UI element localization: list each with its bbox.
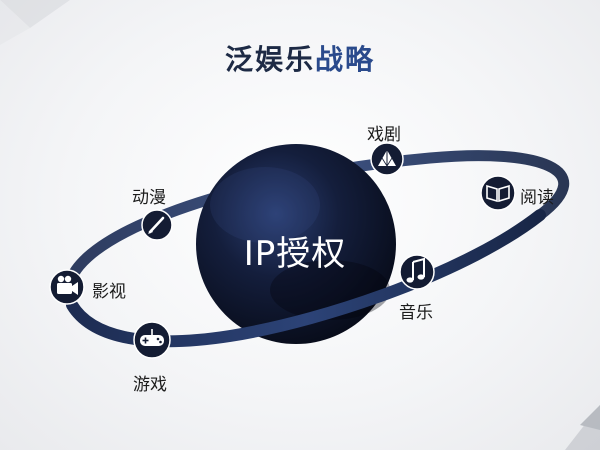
title-accent: 战略 — [315, 43, 376, 76]
title-main: 泛娱乐 — [224, 43, 315, 76]
node-label-game: 游戏 — [133, 375, 167, 395]
page-title: 泛娱乐战略 — [0, 38, 600, 78]
gamepad-icon — [133, 321, 171, 359]
node-label-drama: 戏剧 — [367, 125, 401, 145]
music-note-icon — [399, 254, 435, 290]
corner-decor-top-left — [0, 0, 70, 45]
planet — [196, 144, 396, 344]
book-icon — [480, 175, 516, 211]
node-label-music: 音乐 — [399, 303, 433, 323]
node-label-reading: 阅读 — [520, 188, 554, 208]
orbit-ring-front — [66, 209, 546, 348]
anime-pen-icon — [141, 209, 173, 241]
node-label-film: 影视 — [92, 282, 126, 302]
film-camera-icon — [49, 269, 85, 305]
center-label: IP授权 — [243, 234, 347, 274]
drama-fan-icon — [370, 142, 404, 176]
corner-decor-bottom-right — [565, 405, 600, 450]
node-label-anime: 动漫 — [132, 188, 166, 208]
